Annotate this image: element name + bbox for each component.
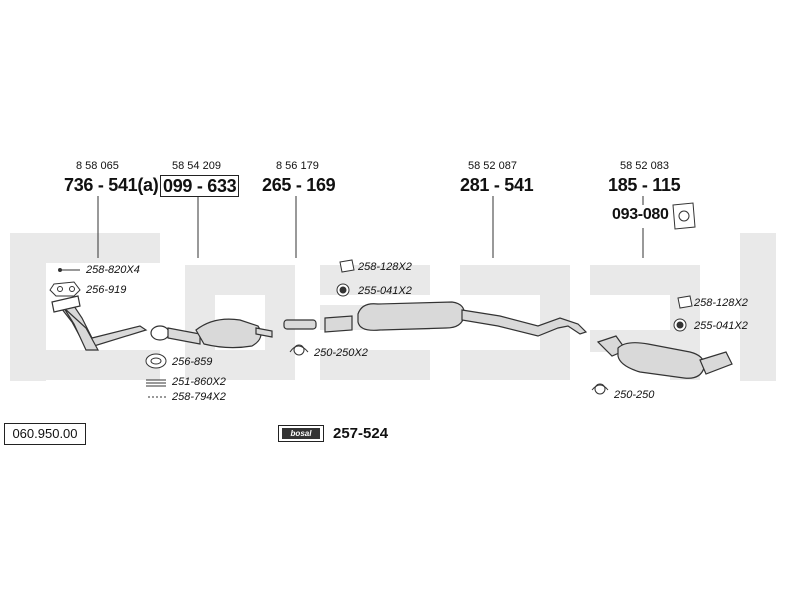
- accessory-label: 258-128X2: [694, 297, 748, 309]
- hanger-part-number: 093-080: [612, 206, 669, 223]
- accessory-icons: [49, 202, 696, 398]
- accessory-label: 251-860X2: [172, 376, 226, 388]
- catalog-number: 060.950.00: [4, 423, 86, 445]
- front-pipe: [51, 295, 148, 351]
- accessory-label: 258-820X4: [86, 264, 140, 276]
- part-ref-2: 58 54 209: [172, 160, 221, 172]
- catalytic-converter: [150, 318, 273, 349]
- accessory-label: 250-250: [614, 389, 655, 401]
- bosal-logo-text: bosal: [282, 428, 320, 439]
- part-number-1: 736 - 541(a): [64, 175, 159, 195]
- part-number-3: 265 - 169: [262, 175, 336, 195]
- bosal-watermark: [10, 233, 776, 381]
- rear-silencer: [596, 335, 733, 379]
- part-ref-5: 58 52 083: [620, 160, 669, 172]
- accessory-label: 258-794X2: [172, 391, 226, 403]
- leader-lines: [97, 196, 644, 258]
- bosal-logo: bosal: [278, 425, 324, 442]
- part-ref-3: 8 56 179: [276, 160, 319, 172]
- middle-silencer: [357, 301, 588, 337]
- part-number-2: 099 - 633: [160, 175, 240, 197]
- kit-number: 257-524: [333, 425, 389, 442]
- part-ref-4: 58 52 087: [468, 160, 517, 172]
- part-number-4: 281 - 541: [460, 175, 534, 195]
- accessory-label: 256-859: [172, 356, 213, 368]
- accessory-label: 258-128X2: [358, 261, 412, 273]
- part-number-5: 185 - 115: [608, 175, 681, 195]
- accessory-label: 256-919: [86, 284, 127, 296]
- accessory-label: 255-041X2: [694, 320, 748, 332]
- accessory-label: 250-250X2: [314, 347, 368, 359]
- part-ref-1: 8 58 065: [76, 160, 119, 172]
- accessory-label: 255-041X2: [358, 285, 412, 297]
- intermediate-pipe: [283, 315, 353, 333]
